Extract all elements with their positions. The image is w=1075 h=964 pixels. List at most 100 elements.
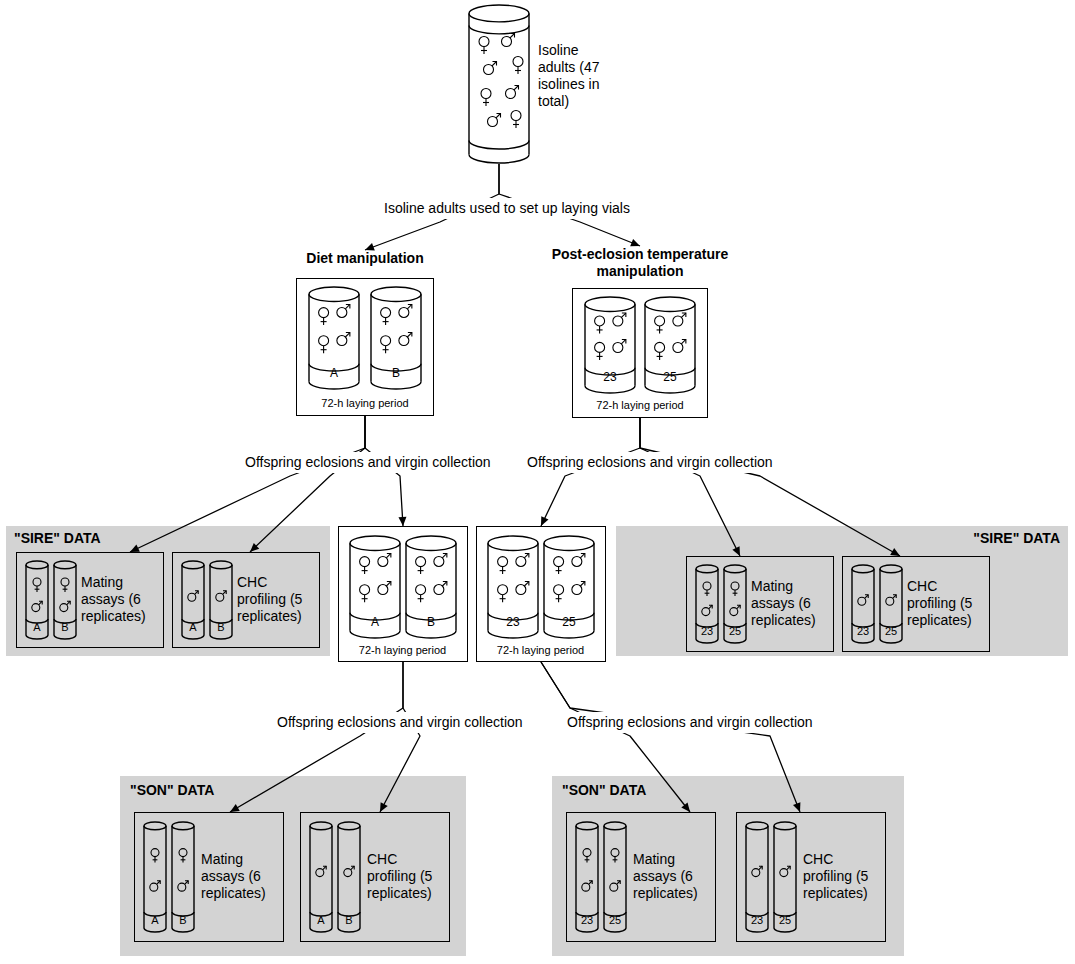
text-slot: "SIRE" DATA [973, 530, 1060, 547]
male-symbol [434, 585, 444, 595]
male-symbol [378, 556, 388, 566]
vial-base [696, 639, 718, 643]
male-symbol [621, 313, 625, 317]
male-symbol [346, 333, 350, 337]
vial-rim [338, 822, 360, 830]
male-symbol [216, 593, 224, 601]
box-label: Mating assays (6 replicates) [81, 574, 161, 625]
female-symbol [500, 598, 506, 599]
female-symbol [479, 37, 489, 47]
male-symbol [617, 881, 621, 885]
laying-vial-box: Post-eclosion temperature manipulation72… [538, 246, 742, 418]
vial: 25 [603, 821, 627, 933]
male-symbol [157, 881, 160, 884]
manipulation-heading: Diet manipulation [296, 250, 434, 267]
vial-rim [172, 822, 194, 830]
female-symbol [498, 585, 508, 595]
text-slot: A [181, 621, 205, 634]
male-symbol [673, 316, 683, 326]
frame-box [572, 288, 708, 418]
female-symbol [418, 598, 424, 599]
female-symbol [554, 557, 564, 567]
male-symbol [408, 304, 412, 308]
female-symbol [554, 585, 564, 595]
connector-label: Offspring eclosions and virgin collectio… [563, 712, 817, 733]
female-symbol [362, 598, 368, 599]
text-slot: B [337, 914, 361, 927]
male-symbol [442, 582, 446, 586]
vial-rim [54, 561, 76, 569]
text-slot: 23 [487, 615, 539, 630]
vial-rim [350, 536, 400, 550]
vial-base [852, 639, 874, 643]
vial-label: 25 [543, 615, 595, 630]
vial-base [182, 635, 204, 639]
laying-vial-box: Diet manipulation 72-h laying period AB [296, 250, 434, 416]
label-slot: Offspring eclosions and virgin collectio… [563, 712, 817, 733]
female-symbol [733, 593, 738, 594]
vial-base [645, 386, 695, 393]
vial-base [544, 631, 594, 638]
female-symbol [731, 582, 739, 590]
text-slot: 72-h laying period [339, 644, 466, 657]
female-symbol [498, 557, 508, 567]
vial: B [370, 286, 422, 390]
vial-label: B [370, 366, 422, 381]
vial-wall [310, 826, 332, 928]
vial-wall [469, 13, 529, 154]
female-symbol [481, 89, 491, 99]
text-slot: 25 [723, 625, 747, 638]
vial-base [310, 928, 332, 932]
vial-wall [338, 826, 360, 928]
period-note: 72-h laying period [296, 397, 434, 410]
vial-base [724, 639, 746, 643]
male-symbol [492, 62, 496, 66]
box-label: Mating assays (6 replicates) [201, 851, 281, 902]
text-slot: Mating assays (6 replicates) [751, 578, 831, 629]
text-slot: A [309, 914, 333, 927]
vial-wall [645, 304, 695, 386]
female-symbol [481, 50, 487, 51]
male-symbol [337, 336, 347, 346]
female-symbol [61, 578, 69, 586]
male-symbol [67, 601, 70, 604]
male-symbol [621, 339, 625, 343]
male-symbol [514, 86, 518, 90]
connector-label: Offspring eclosions and virgin collectio… [273, 712, 527, 733]
male-symbol [506, 89, 516, 99]
assay-box: Mating assays (6 replicates)2325 [566, 812, 716, 942]
male-symbol [484, 65, 494, 75]
vial-base [338, 928, 360, 932]
vial-wall [350, 543, 400, 631]
vial-rim [645, 297, 695, 311]
vial-rim [210, 561, 232, 569]
female-symbol [513, 124, 519, 125]
text-slot: Mating assays (6 replicates) [81, 574, 161, 625]
female-symbol [416, 585, 426, 595]
text-slot: "SON" DATA [562, 782, 646, 799]
panel-heading: "SIRE" DATA [14, 530, 101, 547]
vial-rim [880, 565, 902, 573]
vial-label: B [53, 621, 77, 634]
female-symbol [63, 589, 68, 590]
text-slot: 72-h laying period [296, 397, 434, 410]
data-panel: "SON" DATA Mating assays (6 replicates)23… [552, 776, 904, 956]
vial: B [405, 535, 457, 639]
data-panel: "SIRE" DATA Mating assays (6 replicates) 2… [616, 526, 1068, 656]
vial: A [143, 821, 167, 933]
vial-base [604, 928, 626, 932]
male-symbol [185, 881, 189, 885]
male-symbol [511, 34, 515, 38]
text-slot: Diet manipulation [296, 250, 434, 267]
period-note: 72-h laying period [572, 399, 708, 412]
vial-wall [182, 565, 204, 635]
vial-wall [406, 543, 456, 631]
vial-label: B [405, 615, 457, 630]
text-slot: A [308, 366, 360, 381]
male-symbol [345, 304, 349, 308]
female-symbol [705, 593, 710, 594]
male-symbol [510, 34, 514, 38]
panel-heading: "SIRE" DATA [973, 530, 1060, 547]
male-symbol [525, 582, 529, 586]
male-symbol [185, 881, 188, 884]
